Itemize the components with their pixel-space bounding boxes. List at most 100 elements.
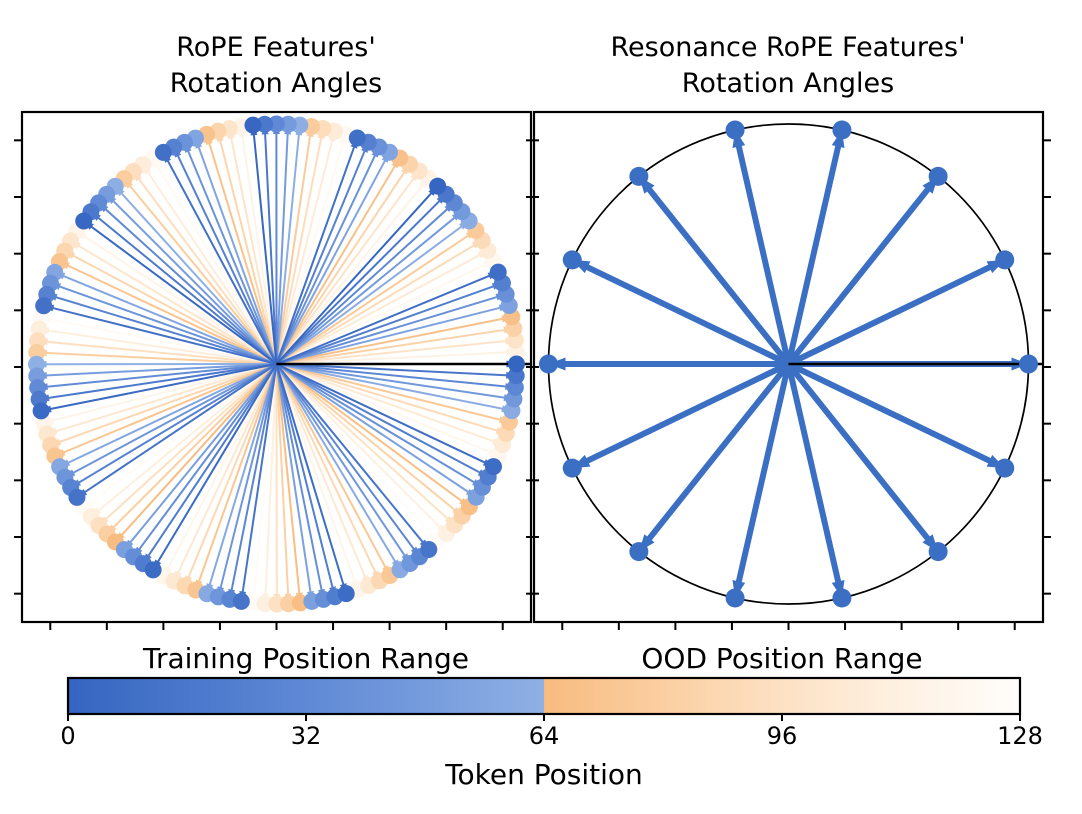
rope-tip-marker-5 xyxy=(144,561,162,579)
rope-arrow-65-shaft xyxy=(120,363,278,537)
resonance-arrow-5-shaft xyxy=(645,186,791,366)
rope-arrow-39-shaft xyxy=(275,153,377,365)
resonance-arrow-4-shaft xyxy=(735,143,792,365)
rope-arrow-63-shaft xyxy=(119,191,278,365)
rope-arrow-94-shaft xyxy=(45,340,277,365)
rope-tip-marker-1 xyxy=(429,177,447,195)
resonance-arrow-13-shaft xyxy=(787,361,993,465)
colorbar-tick-label-128: 128 xyxy=(997,722,1043,750)
rope-tip-marker-6 xyxy=(337,585,355,603)
rope-tip-marker-8 xyxy=(489,263,507,281)
rope-tip-marker-10 xyxy=(154,143,172,161)
resonance-tip-marker-1 xyxy=(995,250,1015,270)
rope-arrow-126-shaft xyxy=(253,363,278,596)
rope-arrow-74-shaft xyxy=(275,363,387,569)
colorbar-axis-label: Token Position xyxy=(444,758,643,791)
rope-arrow-34-shaft xyxy=(45,363,277,388)
rope-arrow-30-shaft xyxy=(276,363,508,388)
left-panel-plot xyxy=(14,110,539,630)
resonance-tip-marker-12 xyxy=(928,542,948,562)
right-panel-inner xyxy=(539,120,1043,608)
rope-arrow-88-shaft xyxy=(187,363,278,579)
rope-arrow-29-shaft xyxy=(275,363,416,551)
rope-arrow-46-shaft xyxy=(275,215,457,365)
rope-arrow-113-shaft xyxy=(276,351,509,365)
rope-arrow-120-shaft xyxy=(276,363,492,454)
rope-arrow-91-shaft xyxy=(275,243,476,365)
rope-arrow-109-shaft xyxy=(46,329,277,365)
rope-arrow-112-shaft xyxy=(275,363,442,529)
colorbar-ood-gradient[interactable] xyxy=(544,678,1020,714)
rope-arrow-50-shaft xyxy=(128,363,278,545)
right-panel-title-line2: Rotation Angles xyxy=(682,68,894,99)
resonance-tip-marker-9 xyxy=(629,542,649,562)
rope-tip-marker-13 xyxy=(232,592,250,610)
rope-arrow-116-shaft xyxy=(82,234,278,365)
rope-arrow-104-shaft xyxy=(275,363,367,579)
rope-arrow-60-shaft xyxy=(276,363,505,411)
rope-arrow-100-shaft xyxy=(229,136,278,365)
rope-arrow-8-shaft xyxy=(276,274,492,365)
rope-arrow-87-shaft xyxy=(57,363,277,444)
rope-arrow-105-shaft xyxy=(276,363,496,443)
rope-tip-marker-7 xyxy=(484,458,502,476)
left-panel-inner xyxy=(28,115,531,613)
resonance-arrow-8-shaft xyxy=(584,361,790,465)
rope-arrow-121-shaft xyxy=(276,263,487,365)
rope-arrow-125-shaft xyxy=(89,363,278,504)
rope-arrow-9-shaft xyxy=(275,145,356,365)
rope-tip-marker-12 xyxy=(68,488,86,506)
rope-arrow-17-shaft xyxy=(264,132,278,365)
rope-arrow-124-shaft xyxy=(48,318,277,365)
rope-arrow-117-shaft xyxy=(51,363,277,422)
rope-tip-marker-3 xyxy=(75,212,93,230)
rope-arrow-21-shaft xyxy=(275,363,334,590)
resonance-arrow-11-shaft xyxy=(785,363,842,585)
colorbar-ood-range-label: OOD Position Range xyxy=(641,642,922,675)
rope-arrow-51-shaft xyxy=(275,363,312,594)
rope-arrow-78-shaft xyxy=(128,184,278,365)
colorbar-training-gradient[interactable] xyxy=(68,678,544,714)
resonance-arrow-10-shaft xyxy=(735,363,792,585)
rope-arrow-75-shaft xyxy=(276,363,502,422)
rope-arrow-73-shaft xyxy=(197,363,278,583)
rope-arrow-118-shaft xyxy=(166,363,278,570)
rope-arrow-19-shaft xyxy=(46,363,277,400)
rope-arrow-101-shaft xyxy=(76,244,278,365)
rope-arrow-90-shaft xyxy=(276,363,499,433)
rope-arrow-114-shaft xyxy=(275,183,425,365)
rope-arrow-25-shaft xyxy=(176,153,278,365)
rope-arrow-81-shaft xyxy=(275,363,290,596)
colorbar-training-range-label: Training Position Range xyxy=(142,642,469,675)
rope-arrow-93-shaft xyxy=(137,177,278,365)
rope-arrow-1-shaft xyxy=(275,191,434,365)
colorbar-tick-label-96: 96 xyxy=(767,722,798,750)
rope-arrow-43-shaft xyxy=(219,363,278,590)
rope-arrow-80-shaft xyxy=(111,363,278,529)
resonance-arrow-3-shaft xyxy=(785,143,842,365)
rope-arrow-2-shaft xyxy=(252,133,278,365)
rope-arrow-52-shaft xyxy=(275,363,471,494)
rope-arrow-66-shaft xyxy=(275,363,301,595)
rope-arrow-103-shaft xyxy=(176,363,278,575)
rope-arrow-57-shaft xyxy=(66,363,277,465)
rope-arrow-40-shaft xyxy=(186,149,278,365)
rope-arrow-23-shaft xyxy=(276,284,496,365)
rope-arrow-48-shaft xyxy=(111,199,278,365)
rope-arrow-53-shaft xyxy=(276,306,502,365)
rope-arrow-72-shaft xyxy=(61,363,277,454)
rope-arrow-92-shaft xyxy=(275,136,323,365)
rope-tip-marker-4 xyxy=(32,402,50,420)
rope-arrow-33-shaft xyxy=(103,207,278,365)
rope-arrow-123-shaft xyxy=(156,164,278,365)
rope-arrow-84-shaft xyxy=(275,170,406,365)
rope-arrow-31-shaft xyxy=(275,207,450,365)
rope-arrow-107-shaft xyxy=(275,138,334,365)
left-panel-title-line2: Rotation Angles xyxy=(170,68,382,99)
resonance-tip-marker-6 xyxy=(562,250,582,270)
rope-arrow-15-shaft xyxy=(276,363,509,377)
rope-arrow-20-shaft xyxy=(146,363,278,558)
resonance-tip-marker-4 xyxy=(725,120,745,140)
rope-arrow-44-shaft xyxy=(275,363,407,558)
rope-tip-marker-14 xyxy=(420,540,438,558)
